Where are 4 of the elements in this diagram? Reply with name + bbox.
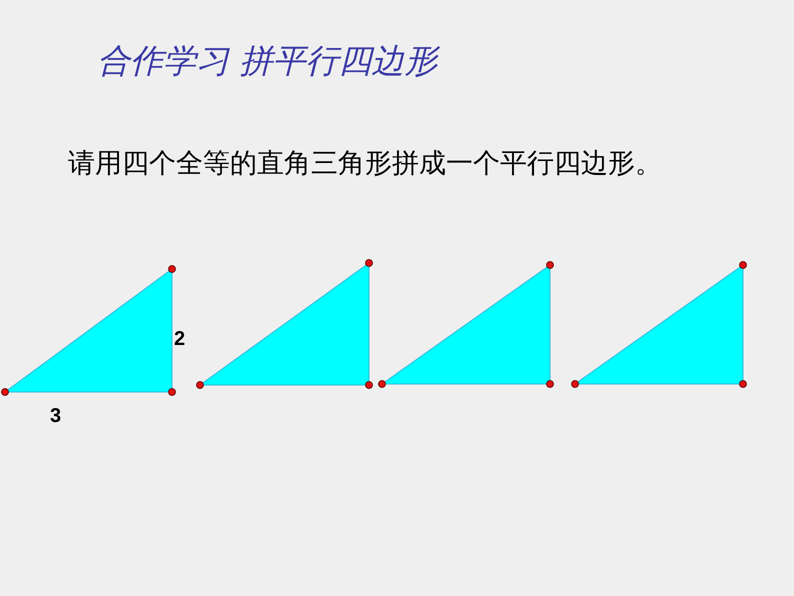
instruction-text: 请用四个全等的直角三角形拼成一个平行四边形。 — [68, 150, 662, 177]
slide-title: 合作学习 拼平行四边形 — [97, 44, 438, 77]
dimension-label: 2 — [174, 329, 186, 349]
dimension-label: 3 — [50, 406, 62, 426]
